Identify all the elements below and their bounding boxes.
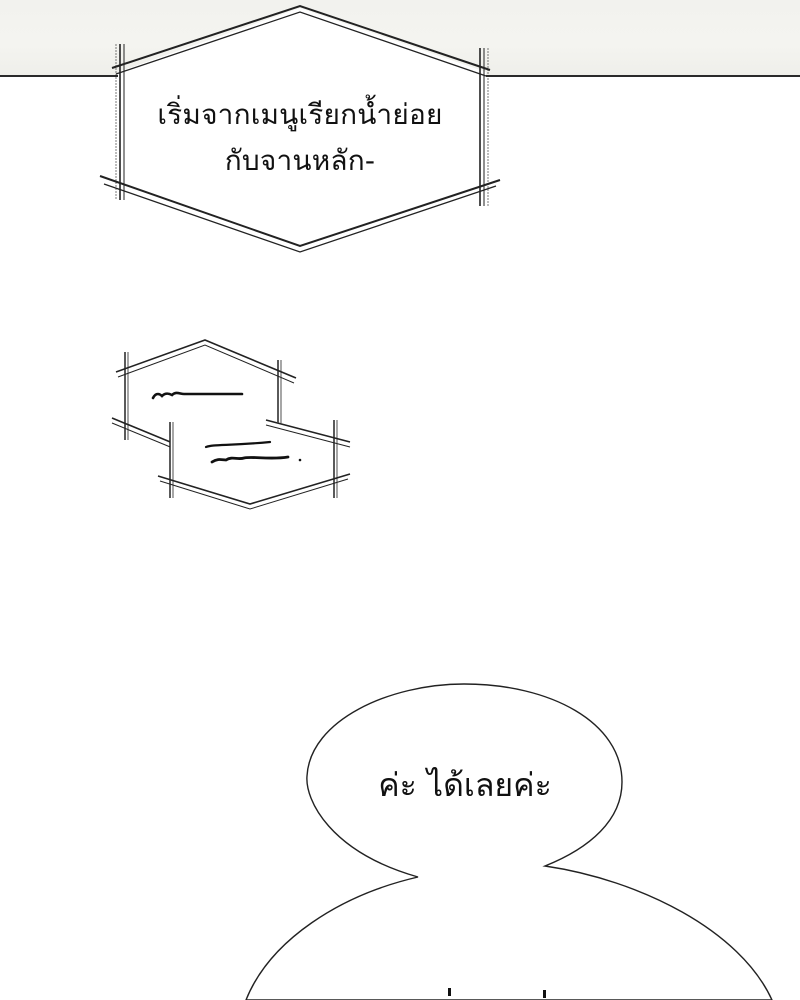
narration-line-1: เริ่มจากเมนูเรียกน้ำย่อย — [157, 98, 443, 131]
mumble-hexagon-box-2 — [157, 419, 351, 510]
mumble-scribbles — [151, 391, 302, 464]
tone-mark-1 — [448, 988, 451, 996]
narration-hexagon-box — [99, 4, 501, 253]
cut-off-next-line — [380, 986, 580, 1000]
speech-bubble-text: ค่ะ ได้เลยค่ะ — [378, 766, 552, 804]
tone-mark-2 — [543, 990, 546, 998]
narration-text: เริ่มจากเมนูเรียกน้ำย่อย กับจานหลัก- — [120, 92, 480, 184]
narration-line-2: กับจานหลัก- — [224, 144, 376, 177]
speech-bubble-shape — [245, 683, 773, 1000]
